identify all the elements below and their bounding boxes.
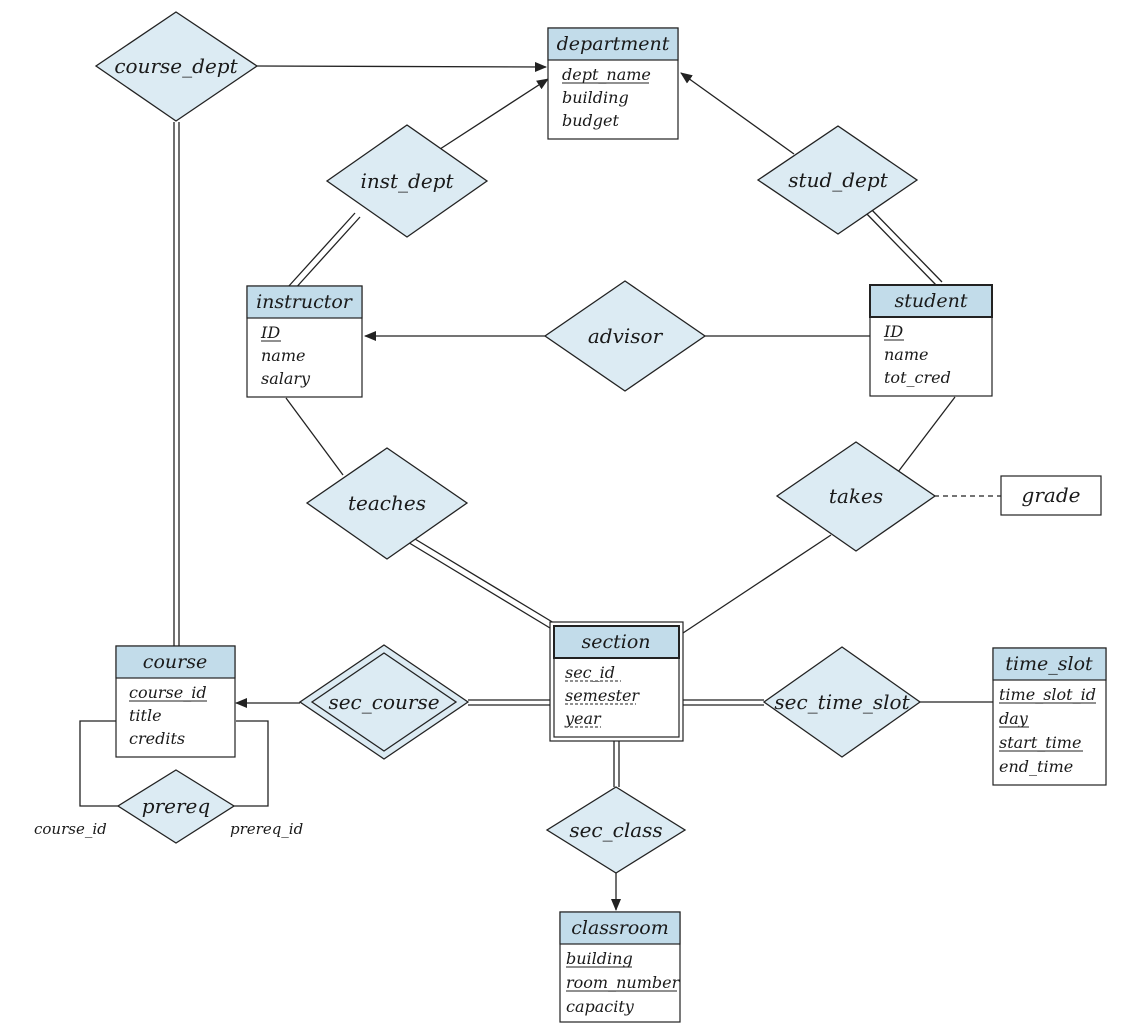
connectors bbox=[79, 61, 1001, 911]
entity-title: time_slot bbox=[1005, 653, 1093, 675]
attribute: name bbox=[884, 345, 928, 364]
relationship-label: sec_course bbox=[328, 690, 439, 714]
edge-teaches-to-section bbox=[405, 535, 555, 629]
attribute: title bbox=[129, 706, 162, 725]
relationship-course-dept: course_dept bbox=[94, 11, 259, 122]
edge-inst-dept-to-instructor bbox=[287, 212, 361, 292]
edge-prereq-course-id bbox=[79, 720, 118, 807]
attribute-key: ID bbox=[260, 323, 280, 342]
attribute-key: year bbox=[564, 709, 602, 728]
attribute: budget bbox=[562, 111, 620, 130]
relationship-takes: takes bbox=[775, 441, 937, 552]
relationship-sec-time-slot: sec_time_slot bbox=[762, 646, 922, 758]
entity-classroom: classroom building room_number capacity bbox=[559, 911, 681, 1023]
relationship-label: stud_dept bbox=[788, 168, 888, 192]
entity-title: course bbox=[143, 651, 207, 673]
attribute-key: course_id bbox=[129, 683, 207, 702]
edge-stud-dept-to-student bbox=[863, 206, 943, 287]
relationship-label: sec_class bbox=[569, 818, 662, 842]
relationship-label: takes bbox=[829, 484, 883, 508]
relationship-label: advisor bbox=[588, 324, 664, 348]
relationship-label: teaches bbox=[348, 491, 426, 515]
attribute: credits bbox=[129, 729, 185, 748]
relationship-sec-class: sec_class bbox=[545, 786, 687, 874]
relationship-prereq: prereq bbox=[116, 769, 236, 844]
edge-course-dept-to-course bbox=[173, 122, 180, 646]
entity-title: instructor bbox=[256, 291, 354, 313]
relationship-sec-course: sec_course bbox=[298, 644, 470, 760]
edge-inst-dept-to-department bbox=[436, 78, 549, 152]
edge-prereq-prereq-id bbox=[233, 720, 269, 807]
edge-section-to-sec-class bbox=[613, 741, 620, 787]
attribute-key: dept_name bbox=[562, 65, 651, 84]
entity-title: section bbox=[581, 631, 650, 653]
attribute-key: time_slot_id bbox=[999, 685, 1096, 704]
relationship-label: course_dept bbox=[114, 54, 238, 78]
grade-label: grade bbox=[1022, 483, 1081, 507]
attribute-key: room_number bbox=[566, 973, 681, 992]
entity-title: department bbox=[557, 33, 670, 55]
attribute: name bbox=[261, 346, 305, 365]
edge-instructor-to-teaches bbox=[285, 397, 344, 476]
attribute: capacity bbox=[566, 997, 635, 1016]
relationship-stud-dept: stud_dept bbox=[756, 125, 919, 235]
entity-department: department dept_name building budget bbox=[547, 27, 679, 140]
role-label-course-id: course_id bbox=[34, 820, 107, 838]
attribute-key: sec_id bbox=[565, 663, 615, 682]
relationship-advisor: advisor bbox=[543, 280, 707, 392]
entity-student: student ID name tot_cred bbox=[869, 284, 993, 397]
entity-section: section sec_id semester year bbox=[549, 621, 684, 742]
attribute-key: ID bbox=[883, 322, 903, 341]
attribute-key: semester bbox=[565, 686, 640, 705]
edge-section-to-sec-time-slot bbox=[683, 699, 764, 706]
relationship-teaches: teaches bbox=[305, 447, 469, 560]
entity-course: course course_id title credits bbox=[115, 645, 236, 758]
relationship-label: prereq bbox=[142, 794, 210, 818]
attribute: end_time bbox=[999, 757, 1073, 776]
entity-time-slot: time_slot time_slot_id day start_time en… bbox=[992, 647, 1107, 786]
relationship-inst-dept: inst_dept bbox=[325, 124, 489, 238]
attribute: salary bbox=[261, 369, 311, 388]
relationship-attribute-grade: grade bbox=[1000, 475, 1102, 516]
relationship-label: sec_time_slot bbox=[774, 690, 910, 714]
edge-sec-course-to-section bbox=[468, 699, 550, 706]
entity-title: classroom bbox=[571, 917, 669, 939]
edge-course-dept-to-department bbox=[256, 61, 547, 72]
attribute: building bbox=[562, 88, 629, 107]
attribute-key: building bbox=[566, 949, 633, 968]
relationship-label: inst_dept bbox=[360, 169, 454, 193]
role-label-prereq-id: prereq_id bbox=[230, 820, 303, 838]
attribute-key: day bbox=[999, 709, 1029, 728]
edge-takes-to-section bbox=[682, 534, 832, 634]
edge-student-to-takes bbox=[897, 396, 956, 473]
edge-stud-dept-to-department bbox=[680, 72, 795, 155]
attribute: tot_cred bbox=[884, 368, 951, 387]
entity-title: student bbox=[895, 290, 968, 312]
attribute-key: start_time bbox=[999, 733, 1081, 752]
entity-instructor: instructor ID name salary bbox=[246, 285, 363, 398]
